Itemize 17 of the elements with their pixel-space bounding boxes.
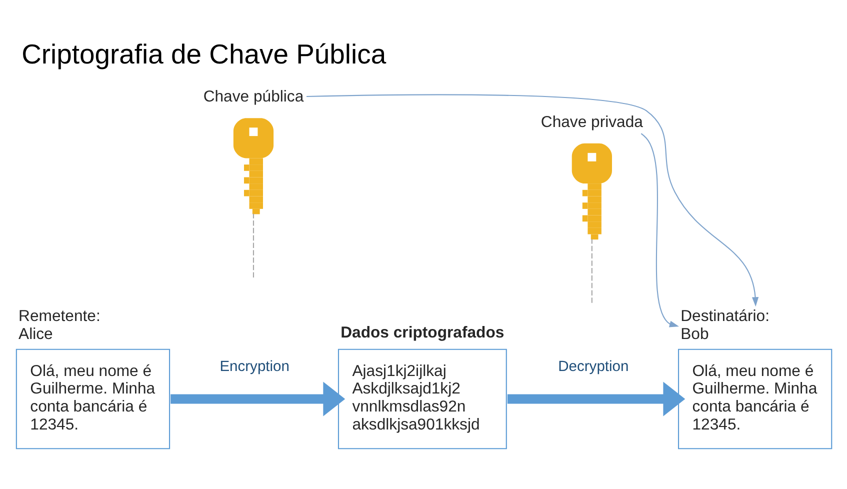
arrow [507, 382, 686, 416]
connector [252, 214, 254, 278]
node-text: Chave privada [540, 114, 643, 132]
edge-label: Decryption [558, 359, 629, 376]
edge-label: Encryption [220, 359, 290, 376]
node-box: Olá, meu nome é Guilherme. Minha conta bancária é 12345. [16, 348, 170, 450]
node-box: Olá, meu nome é Guilherme. Minha conta bancária é 12345. [678, 348, 832, 450]
node-label: Destinatário: Bob [680, 308, 770, 343]
arrow [640, 133, 679, 328]
diagram-title: Criptografia de Chave Pública [22, 38, 386, 70]
arrow [306, 94, 759, 307]
node-label: Remetente: Alice [18, 308, 100, 343]
connector [591, 239, 592, 303]
node-label: Dados criptografados [340, 324, 504, 342]
node-box: Ajasj1kj2ijlkaj Askdjlksajd1kj2 vnnlkmsdlas92n aksdlkjsa901kksjd [338, 348, 507, 450]
node-text: Chave pública [203, 88, 304, 106]
arrow [170, 382, 346, 416]
